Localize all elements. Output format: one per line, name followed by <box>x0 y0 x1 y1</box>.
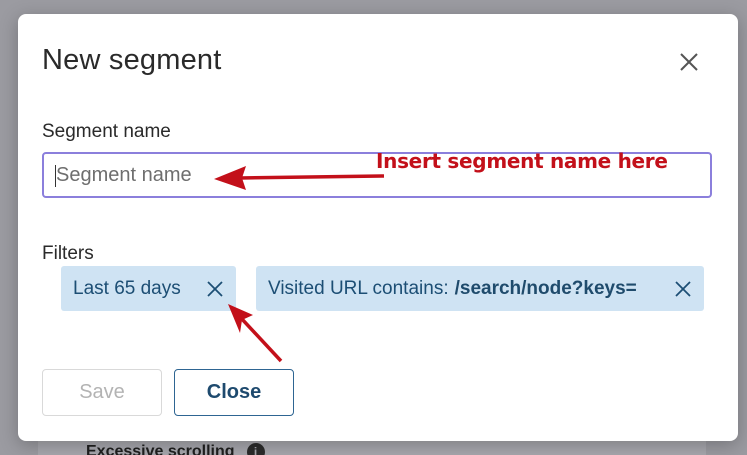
text-caret <box>55 165 56 187</box>
close-icon[interactable] <box>678 51 700 73</box>
info-icon: i <box>246 443 265 455</box>
dialog-title: New segment <box>42 44 222 76</box>
segment-name-label: Segment name <box>42 121 171 142</box>
background-list-item: Excessive scrolling i <box>86 443 265 455</box>
close-icon[interactable] <box>206 280 224 298</box>
filter-chip-date-range[interactable]: Last 65 days <box>61 266 236 311</box>
annotation-insert-hint: Insert segment name here <box>376 149 668 173</box>
filter-chip-value: /search/node?keys= <box>454 277 637 299</box>
background-item-label: Excessive scrolling <box>86 443 235 455</box>
close-icon[interactable] <box>674 280 692 298</box>
filter-chip-text: Visited URL contains: <box>268 277 449 299</box>
filters-label: Filters <box>42 243 94 264</box>
filter-chip-text: Last 65 days <box>73 277 181 299</box>
filter-chip-visited-url[interactable]: Visited URL contains: /search/node?keys= <box>256 266 704 311</box>
new-segment-dialog: New segment Segment name Filters Last 65… <box>18 14 738 441</box>
save-button[interactable]: Save <box>42 369 162 416</box>
close-button[interactable]: Close <box>174 369 294 416</box>
